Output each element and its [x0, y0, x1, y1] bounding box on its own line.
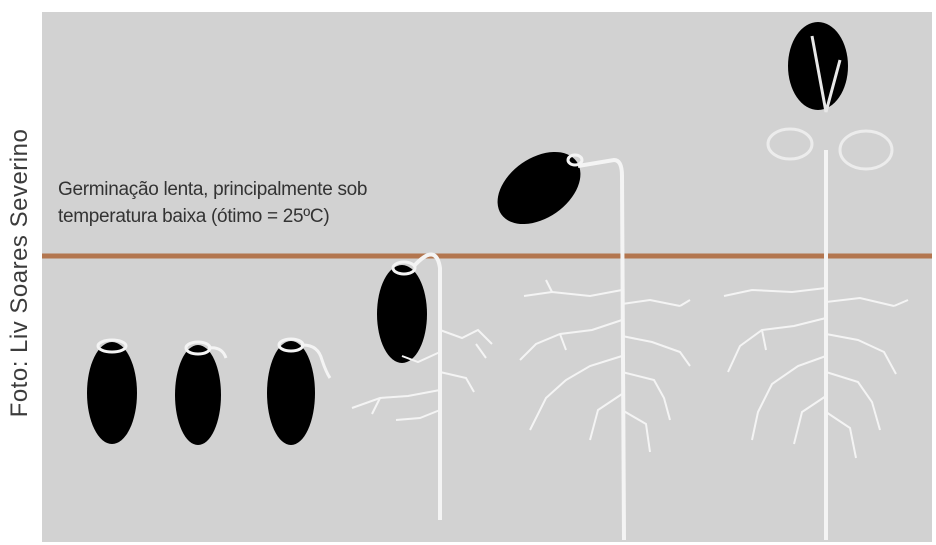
- stage-5-seedling: [484, 137, 690, 540]
- stage-3-seed: [267, 339, 330, 445]
- stage-6-seedling: [724, 22, 908, 540]
- stage-1-seed: [87, 340, 137, 444]
- stage-2-seed: [175, 342, 226, 445]
- caption-line-1: Germinação lenta, principalmente sob: [58, 176, 367, 203]
- caption: Germinação lenta, principalmente sob tem…: [58, 176, 367, 230]
- stage-4-seedling: [352, 254, 492, 520]
- caption-line-2: temperatura baixa (ótimo = 25ºC): [58, 203, 367, 230]
